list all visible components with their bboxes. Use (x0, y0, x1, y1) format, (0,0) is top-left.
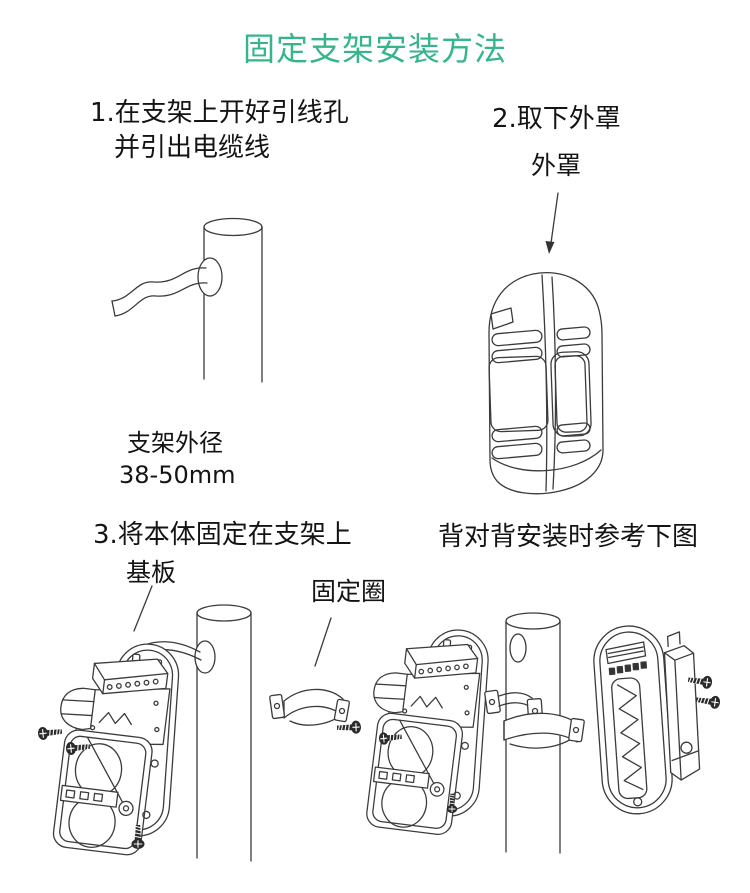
page-title: 固定支架安装方法 (242, 30, 507, 68)
step1-line2: 并引出电缆线 (114, 133, 271, 164)
step1-line1: 1.在支架上开好引线孔 (90, 98, 349, 128)
detector-body-front (356, 627, 491, 838)
base-plate-leader-line (133, 585, 153, 632)
step3-text: 3.将本体固定在支架上 (93, 520, 352, 550)
detector-body-front (43, 641, 182, 859)
cover-callout-label: 外罩 (531, 151, 582, 180)
pole-diameter-line1: 支架外径 (127, 429, 223, 457)
back-to-back-note: 背对背安装时参考下图 (438, 522, 699, 552)
fixing-ring-callout-label: 固定圈 (311, 577, 387, 606)
detector-body-back (590, 623, 701, 817)
fixing-ring-leader-line (314, 617, 332, 667)
wire-hole (197, 257, 223, 297)
fixing-ring (269, 688, 350, 726)
screw-icon (694, 692, 722, 711)
screw-icon (36, 724, 64, 742)
step3-pole (194, 604, 252, 862)
pole-diameter-line2: 38-50mm (119, 461, 236, 490)
cable-wire (111, 267, 208, 317)
pole-top (203, 217, 263, 237)
pole-clamp-rings (484, 689, 585, 749)
step1-text: 1.在支架上开好引线孔 并引出电缆线 (90, 96, 349, 166)
step2-text: 2.取下外罩 (492, 104, 621, 134)
screw-icon (336, 719, 362, 735)
wire-hole (509, 633, 527, 663)
wire-hole (194, 640, 216, 674)
outer-cover-illustration (488, 272, 604, 495)
base-plate-callout-label: 基板 (126, 558, 177, 587)
down-arrow-icon (545, 192, 559, 254)
pole-diameter-note: 支架外径 38-50mm (119, 427, 236, 492)
step1-pole-illustration (111, 217, 263, 383)
